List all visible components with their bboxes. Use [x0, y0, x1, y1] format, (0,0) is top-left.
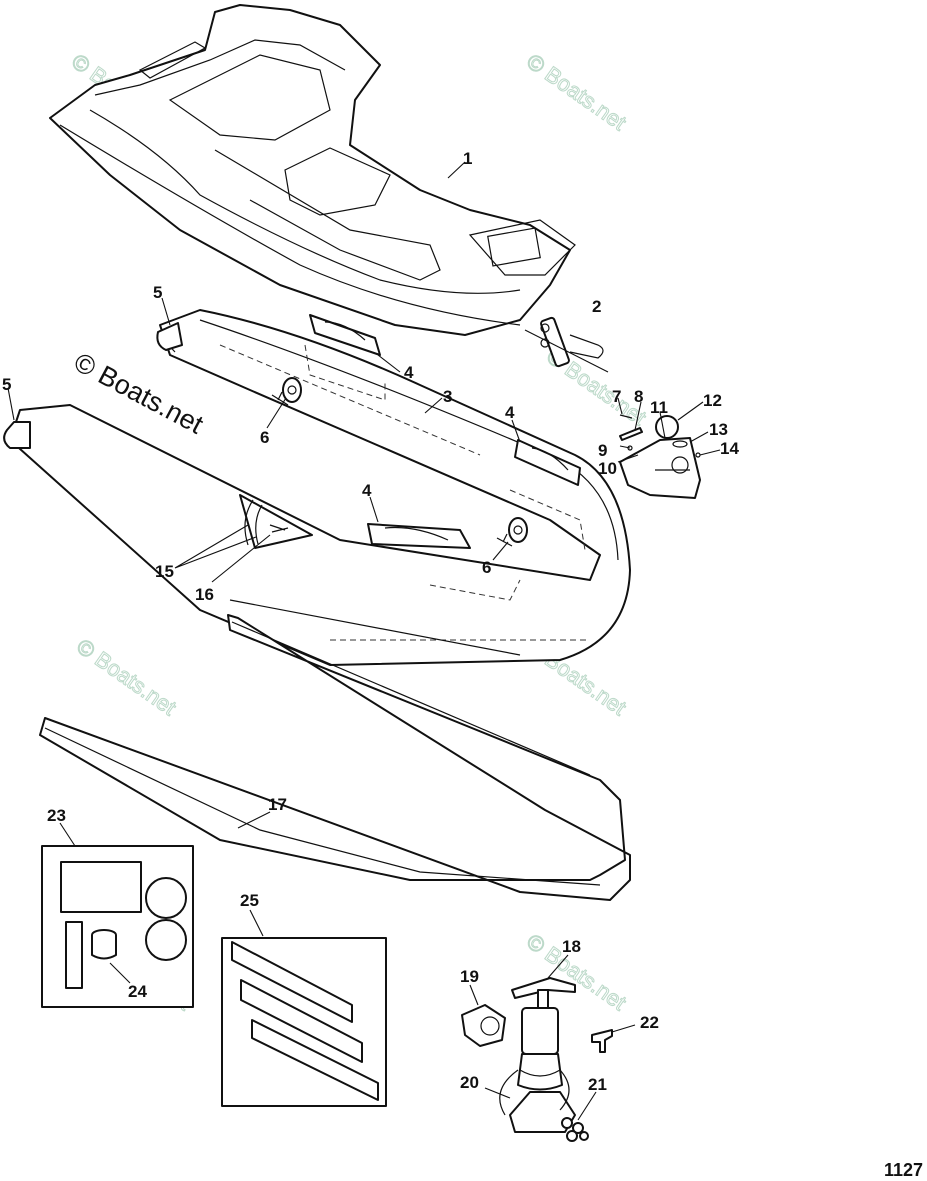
part-4-handles [309, 314, 581, 549]
callout-22: 22 [640, 1013, 659, 1032]
callout-23: 23 [47, 806, 66, 825]
callout-14: 14 [720, 439, 739, 458]
callout-7: 7 [612, 387, 621, 406]
callout-16: 16 [195, 585, 214, 604]
watermark: © Boats.net [522, 49, 631, 136]
part-5-tube-tips [3, 322, 183, 449]
callout-18: 18 [562, 937, 581, 956]
callout-9: 9 [598, 441, 607, 460]
callout-4: 4 [362, 481, 372, 500]
callout-13: 13 [709, 420, 728, 439]
parts-18-22-pump [461, 977, 613, 1142]
callout-11: 11 [650, 398, 668, 417]
part-1-shell [49, 4, 576, 336]
callout-6: 6 [482, 558, 491, 577]
leader-lines [7, 161, 721, 1121]
callout-4: 4 [404, 363, 414, 382]
callout-5: 5 [2, 375, 11, 394]
callout-2: 2 [592, 297, 601, 316]
callout-20: 20 [460, 1073, 479, 1092]
callout-25: 25 [240, 891, 259, 910]
callout-8: 8 [634, 387, 643, 406]
callout-labels: 1 2 3 4 4 4 5 5 6 6 7 8 9 10 11 12 13 14… [2, 149, 739, 1094]
callout-17: 17 [268, 795, 287, 814]
part-17-floor [39, 614, 631, 901]
page-number: 1127 [884, 1160, 923, 1180]
part-23-repair-kit [41, 845, 194, 1008]
part-2-bracket [524, 316, 609, 373]
callout-1: 1 [463, 149, 472, 168]
part-6-valves [271, 377, 528, 547]
callout-24: 24 [128, 982, 147, 1001]
part-3-tube [9, 309, 631, 666]
callout-10: 10 [598, 459, 617, 478]
callout-19: 19 [460, 967, 479, 986]
callout-21: 21 [588, 1075, 607, 1094]
watermark: © Boats.net [72, 634, 181, 721]
callout-12: 12 [703, 391, 722, 410]
callout-4: 4 [505, 403, 515, 422]
callout-6: 6 [260, 428, 269, 447]
callout-15: 15 [155, 562, 174, 581]
callout-3: 3 [443, 387, 452, 406]
callout-5: 5 [153, 283, 162, 302]
part-25-strips-kit [221, 937, 387, 1107]
parts-7-14-fitting [619, 414, 701, 499]
